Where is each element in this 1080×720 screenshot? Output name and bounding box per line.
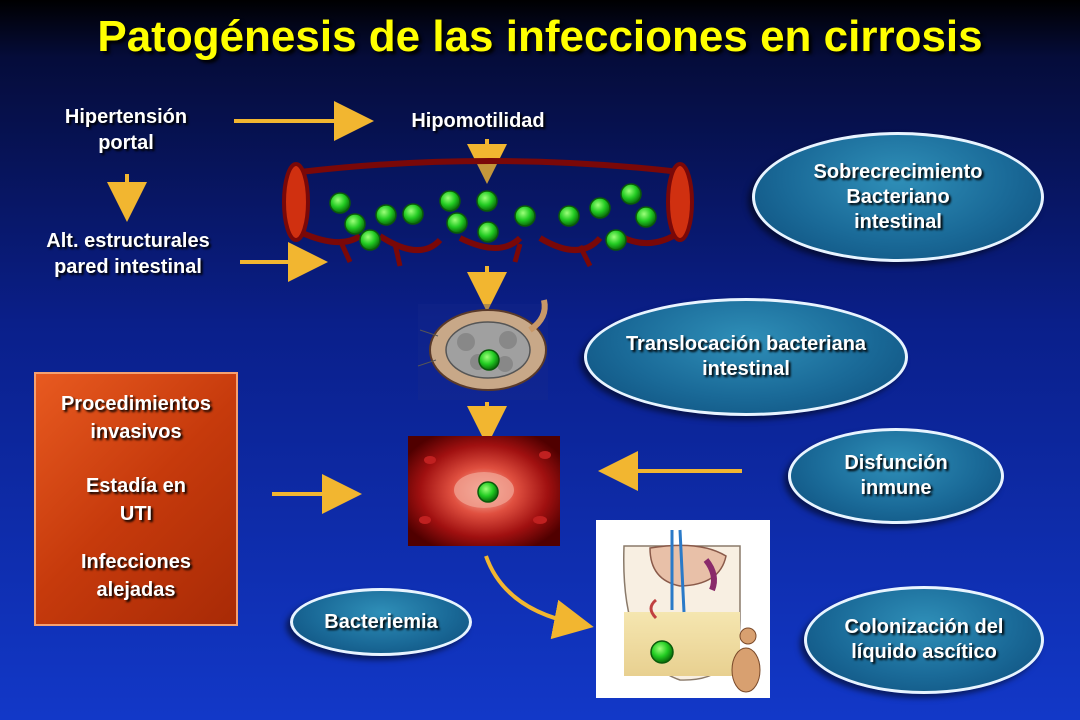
- sobrecrecimiento-line-1: Sobrecrecimiento: [813, 160, 983, 183]
- lymph-node-illustration: [417, 299, 548, 400]
- arrow-vessel-to-ascites: [484, 555, 594, 640]
- disfuncion-line-2: inmune: [860, 477, 932, 499]
- translocacion-line-2: intestinal: [702, 358, 790, 380]
- colonizacion-line-1: Colonización del: [844, 616, 1004, 638]
- hipertension-portal-label: Hipertensión portal: [64, 106, 188, 154]
- alt-estructurales-label: Alt. estructurales pared intestinal: [46, 230, 210, 278]
- translocacion-line-1: Translocación bacteriana: [625, 333, 867, 355]
- infecciones-line-1: Infecciones: [80, 551, 192, 573]
- uti-line-2: UTI: [119, 503, 153, 525]
- translocacion-ellipse: Translocación bacteriana intestinal: [584, 298, 908, 416]
- hipomotilidad-label: Hipomotilidad: [411, 110, 545, 132]
- sobrecrecimiento-line-3: intestinal: [854, 210, 942, 233]
- page-title: Patogénesis de las infecciones en cirros…: [97, 12, 983, 61]
- colonizacion-line-2: líquido ascítico: [851, 641, 997, 663]
- uti-line-1: Estadía en: [85, 475, 187, 497]
- sobrecrecimiento-ellipse: Sobrecrecimiento Bacteriano intestinal: [752, 132, 1044, 262]
- risk-factors-box: Procedimientos invasivos Estadía en UTI …: [34, 372, 238, 626]
- bacteriemia-ellipse: Bacteriemia: [290, 588, 472, 656]
- procedimientos-line-2: invasivos: [90, 421, 182, 443]
- blood-vessel-illustration: [408, 436, 560, 546]
- infecciones-line-2: alejadas: [96, 579, 176, 601]
- sobrecrecimiento-line-2: Bacteriano: [846, 185, 950, 208]
- bacteriemia-text: Bacteriemia: [324, 610, 438, 633]
- procedimientos-line-1: Procedimientos: [60, 393, 212, 415]
- intestine-illustration: [282, 158, 694, 268]
- disfuncion-inmune-ellipse: Disfunción inmune: [788, 428, 1004, 524]
- ascites-illustration: [596, 520, 770, 698]
- disfuncion-line-1: Disfunción: [844, 452, 948, 474]
- colonizacion-ellipse: Colonización del líquido ascítico: [804, 586, 1044, 694]
- bacteria-cluster: [329, 183, 657, 251]
